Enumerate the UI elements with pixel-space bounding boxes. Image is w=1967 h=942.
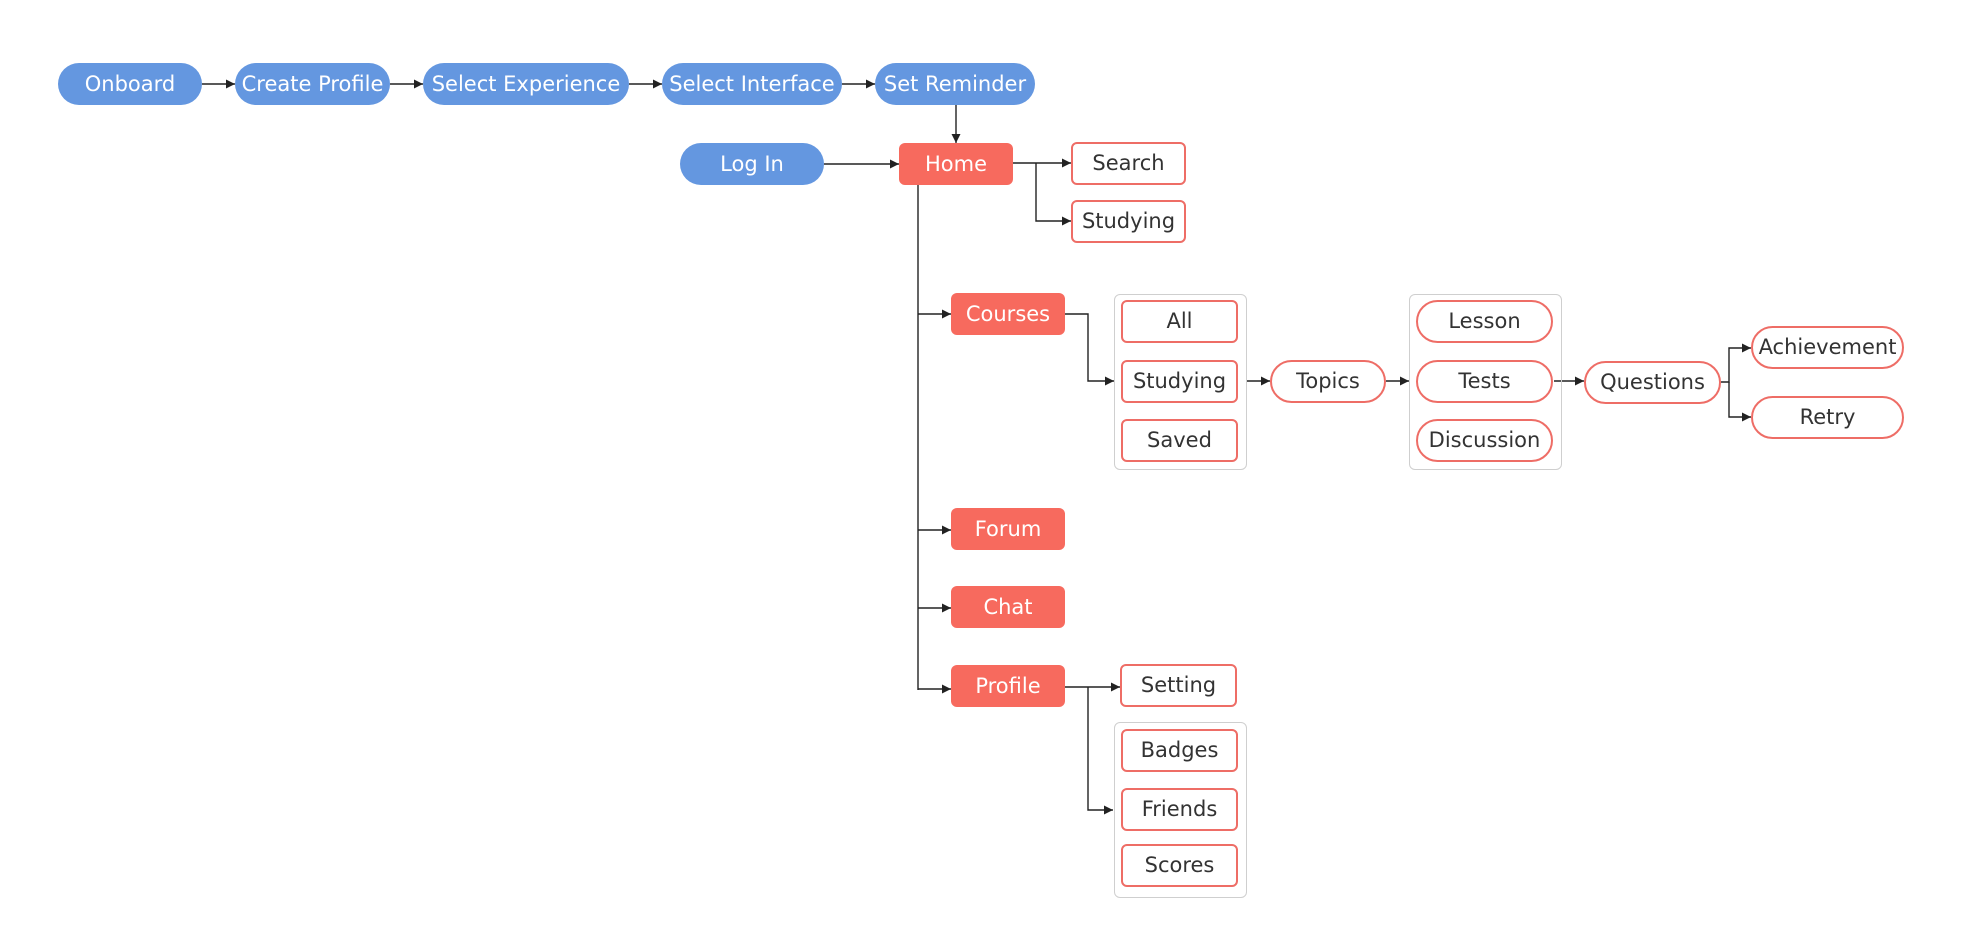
edge-courses-filters — [1065, 313, 1114, 386]
node-achievement: Achievement — [1751, 326, 1904, 369]
node-log-in: Log In — [680, 143, 824, 185]
node-friends: Friends — [1121, 788, 1238, 831]
profile-items-group — [1114, 722, 1247, 898]
node-filter-all: All — [1121, 300, 1238, 343]
node-discussion: Discussion — [1416, 419, 1553, 462]
edge-questions-achievement — [1721, 343, 1751, 383]
topic-items-group — [1409, 294, 1562, 470]
node-filter-saved: Saved — [1121, 419, 1238, 462]
node-setting: Setting — [1120, 664, 1237, 707]
node-filter-studying: Studying — [1121, 360, 1238, 403]
node-select-interface: Select Interface — [662, 63, 842, 105]
node-search: Search — [1071, 142, 1186, 185]
node-retry: Retry — [1751, 396, 1904, 439]
node-select-experience: Select Experience — [423, 63, 629, 105]
node-profile: Profile — [951, 665, 1065, 707]
node-lesson: Lesson — [1416, 300, 1553, 343]
node-home-studying: Studying — [1071, 200, 1186, 243]
node-forum: Forum — [951, 508, 1065, 550]
node-onboard: Onboard — [58, 63, 202, 105]
node-create-profile: Create Profile — [235, 63, 390, 105]
edge-home-studying — [1035, 163, 1071, 226]
node-set-reminder: Set Reminder — [875, 63, 1035, 105]
course-filters-group — [1114, 294, 1247, 470]
edge-questions-retry — [1728, 382, 1751, 422]
node-home: Home — [899, 143, 1013, 185]
edge-profile-group — [1087, 687, 1113, 815]
node-tests: Tests — [1416, 360, 1553, 403]
node-courses: Courses — [951, 293, 1065, 335]
node-badges: Badges — [1121, 729, 1238, 772]
node-scores: Scores — [1121, 844, 1238, 887]
node-chat: Chat — [951, 586, 1065, 628]
node-questions: Questions — [1584, 361, 1721, 404]
node-topics: Topics — [1270, 360, 1386, 403]
